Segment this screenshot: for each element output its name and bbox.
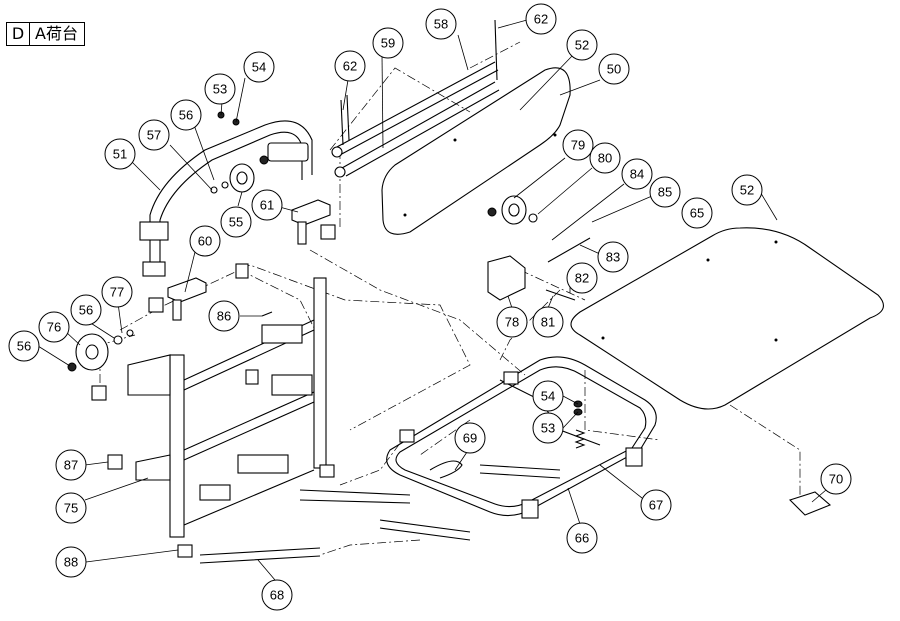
callout-79: 79 bbox=[562, 129, 594, 161]
callout-56-b: 56 bbox=[70, 294, 102, 326]
callout-56-c: 56 bbox=[8, 330, 40, 362]
svg-text:52: 52 bbox=[575, 38, 589, 53]
svg-text:51: 51 bbox=[113, 147, 127, 162]
svg-text:75: 75 bbox=[64, 501, 78, 516]
callout-66: 66 bbox=[566, 522, 598, 554]
svg-text:54: 54 bbox=[252, 60, 266, 75]
callout-58: 58 bbox=[425, 8, 457, 40]
svg-text:55: 55 bbox=[229, 215, 243, 230]
section-letter: D bbox=[7, 23, 30, 45]
svg-text:60: 60 bbox=[198, 234, 212, 249]
callout-81: 81 bbox=[532, 306, 564, 338]
callout-84: 84 bbox=[621, 158, 653, 190]
callout-86: 86 bbox=[208, 300, 240, 332]
callout-70: 70 bbox=[820, 463, 852, 495]
callout-57: 57 bbox=[138, 119, 170, 151]
callout-52: 52 bbox=[566, 29, 598, 61]
callout-62: 62 bbox=[525, 3, 557, 35]
top-board-part-65 bbox=[570, 227, 884, 410]
svg-text:56: 56 bbox=[17, 339, 31, 354]
svg-text:67: 67 bbox=[649, 498, 663, 513]
svg-text:88: 88 bbox=[64, 555, 78, 570]
svg-text:56: 56 bbox=[79, 303, 93, 318]
svg-text:78: 78 bbox=[505, 315, 519, 330]
svg-text:54: 54 bbox=[541, 389, 555, 404]
callout-60: 60 bbox=[189, 225, 221, 257]
callout-leaders bbox=[37, 19, 827, 581]
callout-54-b: 54 bbox=[532, 380, 564, 412]
svg-text:52: 52 bbox=[740, 183, 754, 198]
back-panel-part-50 bbox=[381, 67, 571, 235]
svg-text:56: 56 bbox=[179, 108, 193, 123]
svg-text:70: 70 bbox=[829, 472, 843, 487]
callout-80: 80 bbox=[589, 142, 621, 174]
svg-text:69: 69 bbox=[463, 431, 477, 446]
callout-83: 83 bbox=[597, 241, 629, 273]
lower-frame-part-66 bbox=[386, 356, 657, 519]
callout-62-b: 62 bbox=[334, 50, 366, 82]
svg-text:62: 62 bbox=[343, 59, 357, 74]
callout-75: 75 bbox=[55, 492, 87, 524]
svg-text:87: 87 bbox=[64, 458, 78, 473]
svg-text:53: 53 bbox=[541, 421, 555, 436]
svg-text:84: 84 bbox=[630, 167, 644, 182]
svg-text:59: 59 bbox=[381, 36, 395, 51]
svg-text:83: 83 bbox=[606, 250, 620, 265]
callout-67: 67 bbox=[640, 489, 672, 521]
svg-text:82: 82 bbox=[575, 271, 589, 286]
callout-82: 82 bbox=[566, 262, 598, 294]
svg-text:58: 58 bbox=[434, 17, 448, 32]
brackets-part-60-61 bbox=[148, 199, 336, 321]
callout-53-b: 53 bbox=[532, 412, 564, 444]
callout-65: 65 bbox=[681, 197, 713, 229]
svg-text:57: 57 bbox=[147, 128, 161, 143]
callout-51: 51 bbox=[104, 138, 136, 170]
callout-77: 77 bbox=[101, 276, 133, 308]
section-title-box: D A荷台 bbox=[6, 22, 85, 46]
callout-61: 61 bbox=[251, 189, 283, 221]
callout-52-b: 52 bbox=[731, 174, 763, 206]
small-parts bbox=[91, 237, 832, 564]
svg-text:61: 61 bbox=[260, 198, 274, 213]
rods-part-58-59 bbox=[331, 19, 500, 178]
svg-text:80: 80 bbox=[598, 151, 612, 166]
callout-50: 50 bbox=[598, 53, 630, 85]
main-frame-part-75 bbox=[127, 277, 335, 558]
callout-54: 54 bbox=[243, 51, 275, 83]
svg-text:50: 50 bbox=[607, 62, 621, 77]
callout-76: 76 bbox=[38, 311, 70, 343]
svg-text:68: 68 bbox=[270, 588, 284, 603]
svg-text:66: 66 bbox=[575, 531, 589, 546]
handle-frame-part-51 bbox=[139, 120, 313, 277]
svg-text:62: 62 bbox=[534, 12, 548, 27]
wheels bbox=[67, 111, 538, 372]
callout-69: 69 bbox=[454, 422, 486, 454]
callout-59: 59 bbox=[372, 27, 404, 59]
svg-text:85: 85 bbox=[658, 185, 672, 200]
svg-text:53: 53 bbox=[213, 82, 227, 97]
svg-text:81: 81 bbox=[541, 315, 555, 330]
svg-text:77: 77 bbox=[110, 285, 124, 300]
callouts: 62 58 52 59 62 50 54 53 56 57 51 55 79 8… bbox=[8, 3, 852, 611]
callout-68: 68 bbox=[261, 579, 293, 611]
callout-55: 55 bbox=[220, 206, 252, 238]
svg-text:86: 86 bbox=[217, 309, 231, 324]
svg-text:76: 76 bbox=[47, 320, 61, 335]
section-name: A荷台 bbox=[35, 24, 78, 43]
callout-78: 78 bbox=[496, 306, 528, 338]
callout-87: 87 bbox=[55, 449, 87, 481]
callout-85: 85 bbox=[649, 176, 681, 208]
callout-88: 88 bbox=[55, 546, 87, 578]
callout-56: 56 bbox=[170, 99, 202, 131]
svg-text:65: 65 bbox=[690, 206, 704, 221]
callout-53: 53 bbox=[204, 73, 236, 105]
svg-text:79: 79 bbox=[571, 138, 585, 153]
